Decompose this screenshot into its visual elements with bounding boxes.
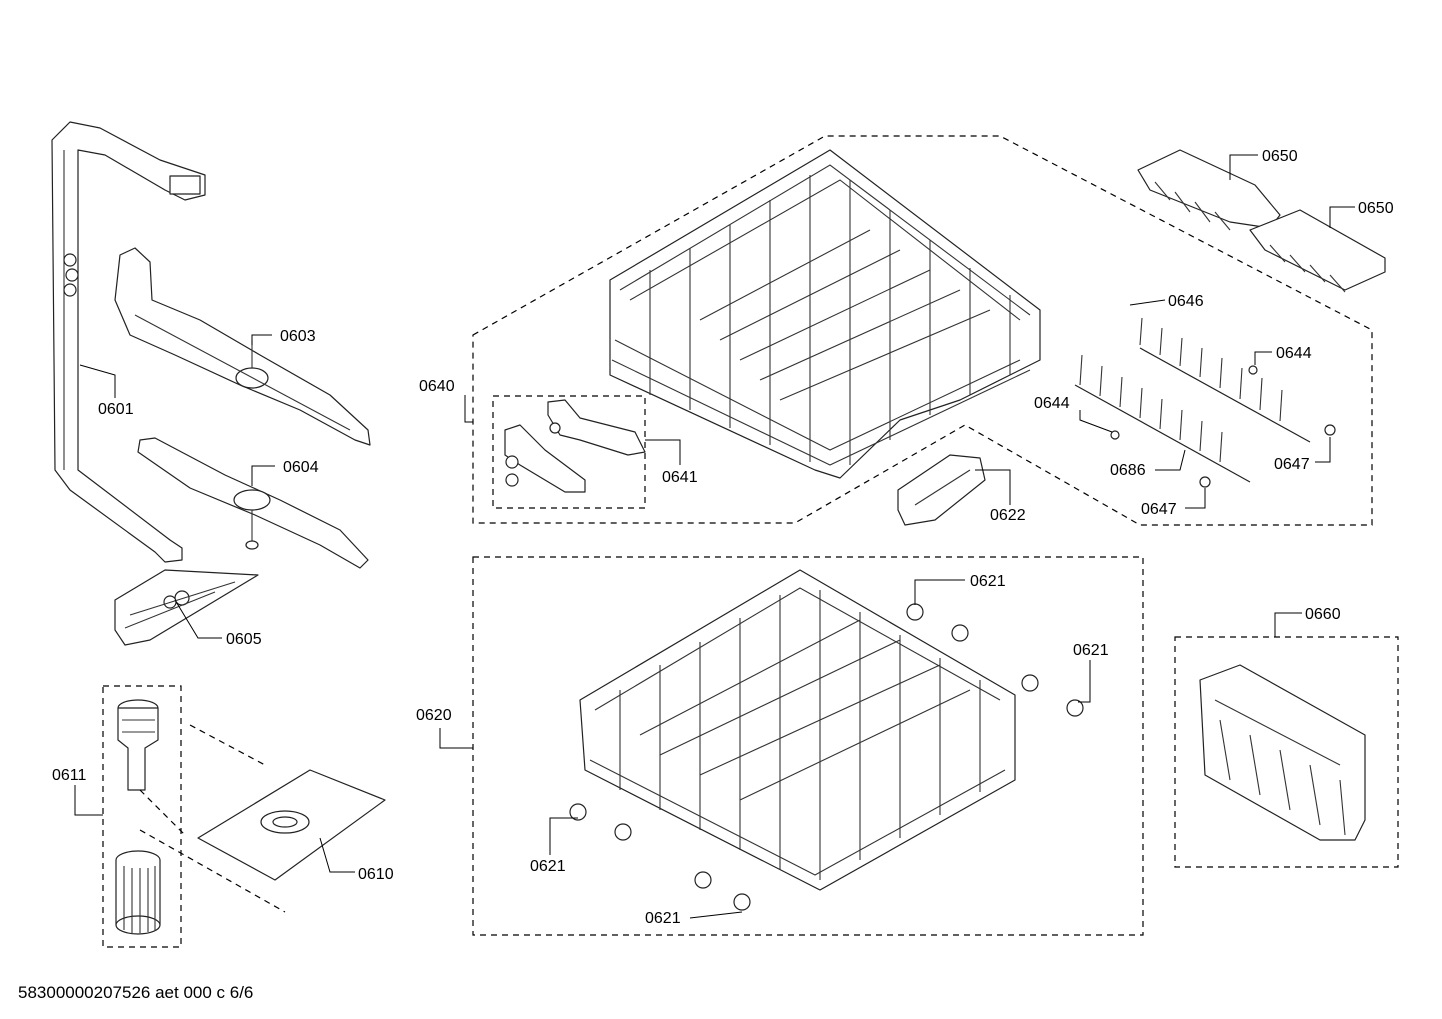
label-0604: 0604	[283, 459, 319, 476]
tine-row-0646	[1139, 317, 1311, 443]
label-0605: 0605	[226, 631, 262, 648]
label-0620: 0620	[416, 707, 452, 724]
basket-handle-0622	[897, 454, 986, 526]
lower-basket-group-box-0620	[472, 556, 1144, 936]
label-0646: 0646	[1168, 293, 1204, 310]
label-0601: 0601	[98, 401, 134, 418]
supply-pipe-0601	[51, 121, 206, 563]
filter-group-box-0611	[102, 685, 182, 948]
knife-shelf-0650-a	[1137, 149, 1281, 231]
label-0660: 0660	[1305, 606, 1341, 623]
upper-spray-arm-0603	[114, 247, 371, 446]
upper-basket-group-outline-0640	[472, 135, 1373, 526]
label-0622: 0622	[990, 507, 1026, 524]
rollers-0621	[569, 603, 1084, 911]
leader-lines	[74, 154, 1355, 919]
assembly-line	[189, 724, 266, 766]
clip-0644-b	[1110, 430, 1120, 440]
label-0621-bottom: 0621	[645, 910, 681, 927]
label-0621-top: 0621	[970, 573, 1006, 590]
bearing-0647-b	[1199, 476, 1211, 488]
label-0647-bottom: 0647	[1141, 501, 1177, 518]
label-0610: 0610	[358, 866, 394, 883]
label-0611: 0611	[52, 767, 87, 784]
label-0621-left: 0621	[530, 858, 566, 875]
micro-filter-cylinder-0611	[115, 850, 161, 935]
label-0641: 0641	[662, 469, 698, 486]
label-0650-bottom: 0650	[1358, 200, 1394, 217]
clip-0644-a	[1248, 365, 1258, 375]
tine-row-0686	[1074, 354, 1251, 483]
lower-spray-arm-0604	[137, 437, 369, 569]
assembly-line	[139, 829, 286, 913]
rack-adjuster-0641	[504, 399, 646, 493]
fine-filter-0605	[114, 569, 259, 646]
part-labels: 0601 0603 0604 0605 0610 0611 0620 0621 …	[52, 148, 1394, 927]
upper-basket	[609, 149, 1041, 479]
document-reference: 58300000207526 aet 000 c 6/6	[18, 983, 253, 1002]
label-0603: 0603	[280, 328, 316, 345]
cutlery-basket-0660	[1199, 664, 1366, 841]
assembly-line	[139, 789, 186, 836]
label-0647-right: 0647	[1274, 456, 1310, 473]
label-0644-left: 0644	[1034, 395, 1070, 412]
knife-shelf-0650-b	[1249, 209, 1386, 293]
label-0621-right: 0621	[1073, 642, 1109, 659]
bearing-0647-a	[1324, 424, 1336, 436]
cutlery-basket-box-0660	[1174, 636, 1399, 868]
flat-filter-plate-0610	[197, 769, 386, 881]
label-0640: 0640	[419, 378, 455, 395]
coarse-filter-0611	[117, 699, 159, 791]
label-0650-top: 0650	[1262, 148, 1298, 165]
label-0686: 0686	[1110, 462, 1146, 479]
lower-basket	[579, 569, 1016, 891]
label-0644-right: 0644	[1276, 345, 1312, 362]
